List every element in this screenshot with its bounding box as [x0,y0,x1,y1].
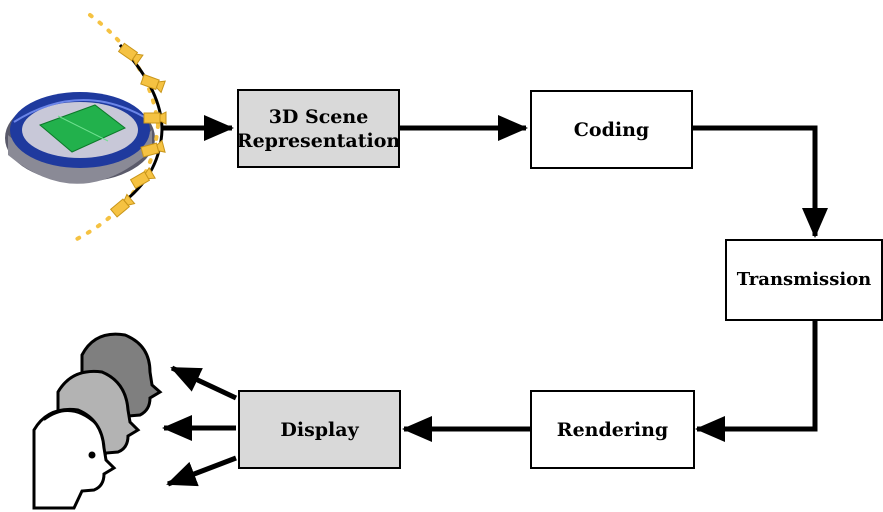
node-display: Display [238,390,401,469]
node-label: Rendering [556,418,669,441]
node-3d-scene-representation: 3D Scene Representation [237,89,400,168]
arrow-transmission-to-rendering [695,320,818,442]
stadium-icon [5,92,155,184]
viewer-heads-icon [32,332,163,510]
camera-arc [73,13,164,242]
node-label: Coding [573,118,650,141]
node-rendering: Rendering [530,390,695,469]
node-transmission: Transmission [725,239,883,321]
flow-arrows [162,115,828,487]
node-label: 3D Scene Representation [236,105,401,152]
arrow-display-to-viewer-3 [166,455,237,487]
node-label: Display [280,418,359,441]
arrow-display-to-viewer-1 [170,365,238,401]
arrow-coding-to-transmission [693,125,828,238]
node-coding: Coding [530,90,693,169]
camera-icon [109,42,167,218]
node-label: Transmission [736,269,872,290]
